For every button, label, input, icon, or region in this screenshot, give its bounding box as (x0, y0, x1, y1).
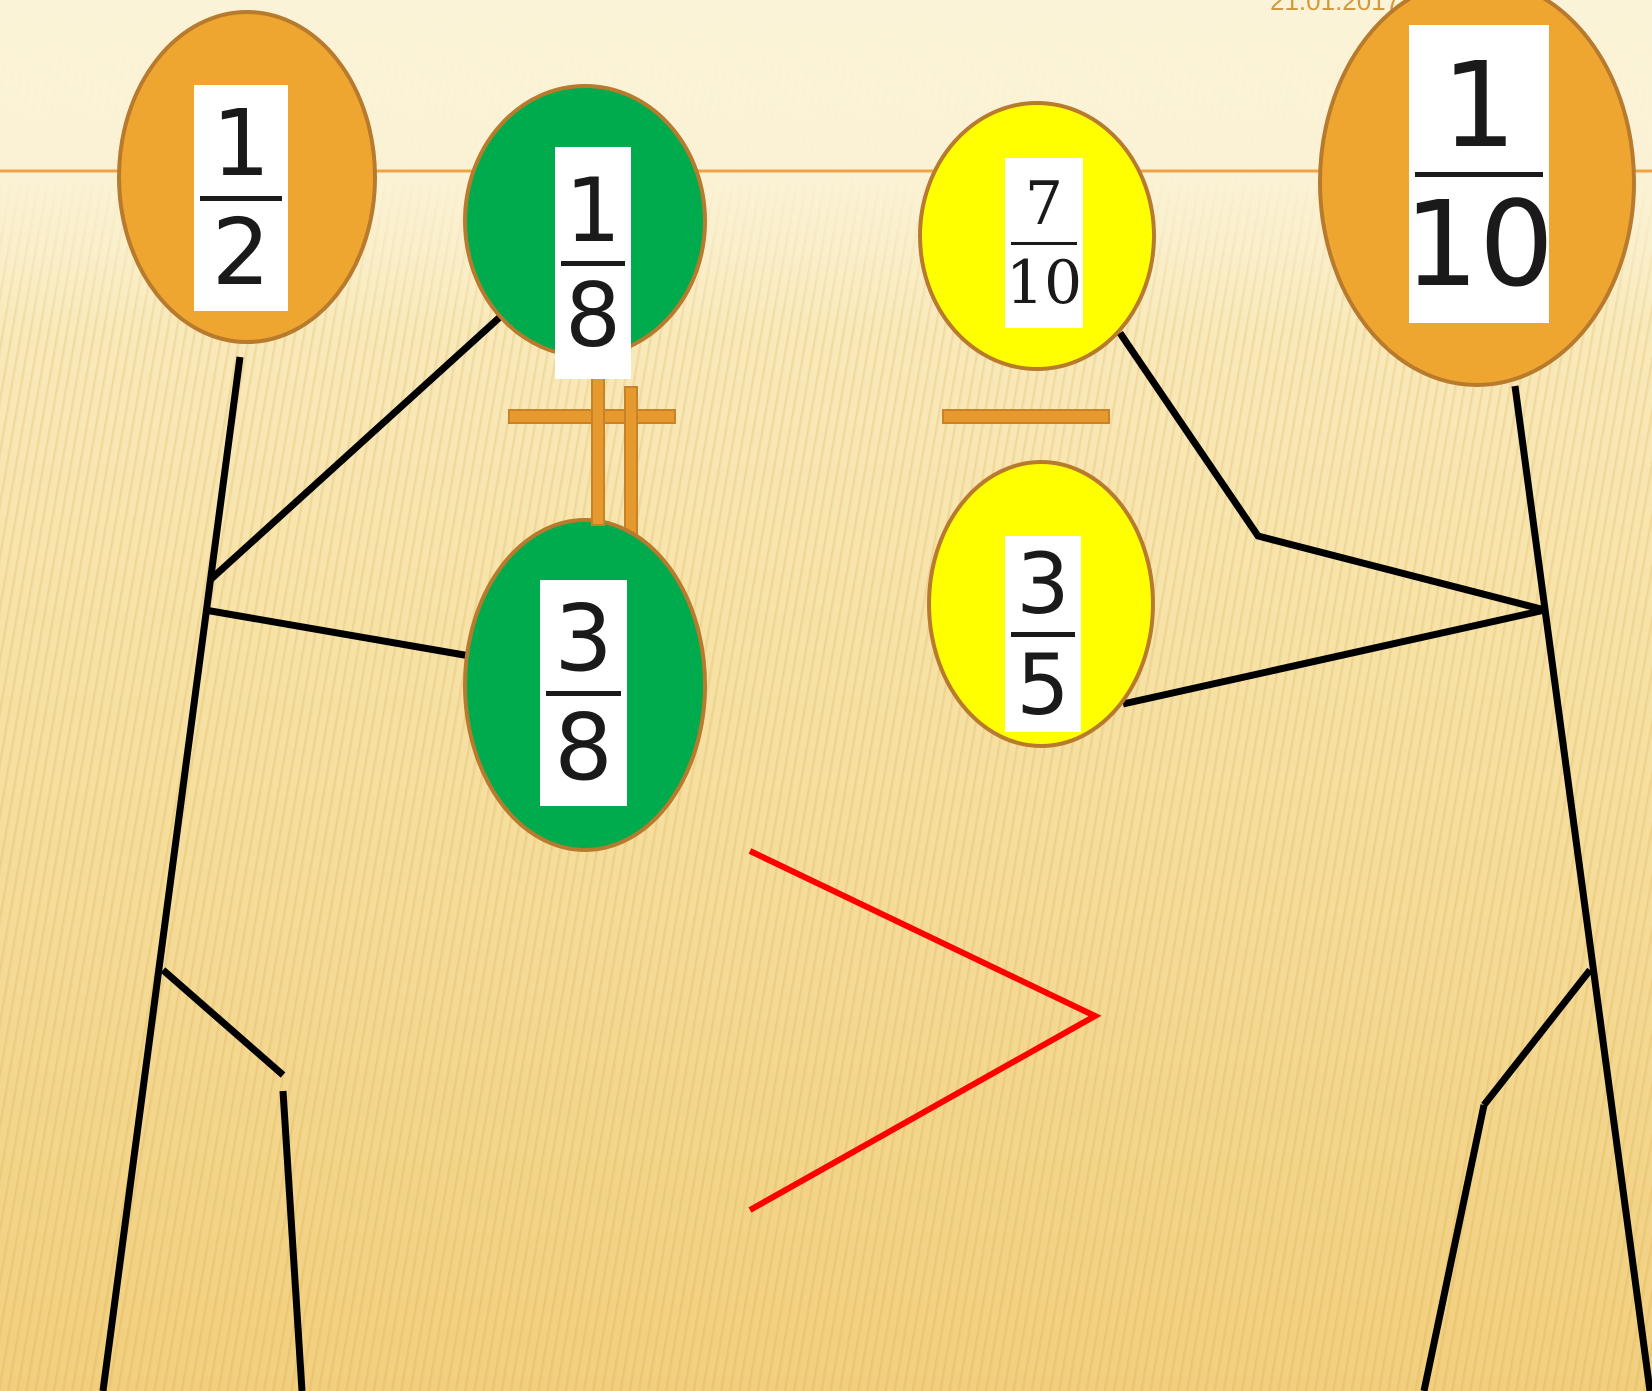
denominator: 5 (1016, 635, 1070, 734)
numerator: 3 (1016, 534, 1070, 633)
denominator: 8 (554, 693, 613, 801)
denominator: 2 (211, 198, 271, 306)
numerator: 1 (1441, 35, 1517, 174)
slide-date: 21.01.2017 (1270, 0, 1401, 16)
fraction-bar (200, 195, 282, 201)
fraction-bar (546, 690, 621, 696)
fraction-middle-top: 1 8 (555, 147, 631, 379)
numerator: 1 (565, 158, 621, 262)
fraction-bar (561, 260, 625, 266)
fraction-bar (1011, 241, 1077, 245)
denominator: 10 (1403, 174, 1555, 313)
fraction-bar (1415, 171, 1543, 177)
fraction-middle-bottom: 3 8 (540, 580, 627, 806)
right-stick-figure (1117, 331, 1652, 1391)
fraction-right-bottom: 3 5 (1005, 536, 1081, 732)
minus-operator (942, 409, 1110, 424)
plus-operator-stem (591, 354, 605, 526)
greater-than-sign (748, 848, 1102, 1213)
fraction-far-right: 1 10 (1404, 25, 1554, 323)
numerator: 1 (211, 89, 271, 197)
fraction-left-top: 1 2 (194, 85, 288, 311)
numerator: 3 (554, 584, 613, 692)
left-stick-figure (99, 314, 503, 1391)
denominator: 8 (565, 263, 621, 367)
numerator: 7 (1024, 168, 1064, 239)
denominator: 10 (1005, 247, 1083, 318)
fraction-bar (1011, 631, 1075, 637)
fraction-right-top: 7 10 (1005, 158, 1083, 328)
